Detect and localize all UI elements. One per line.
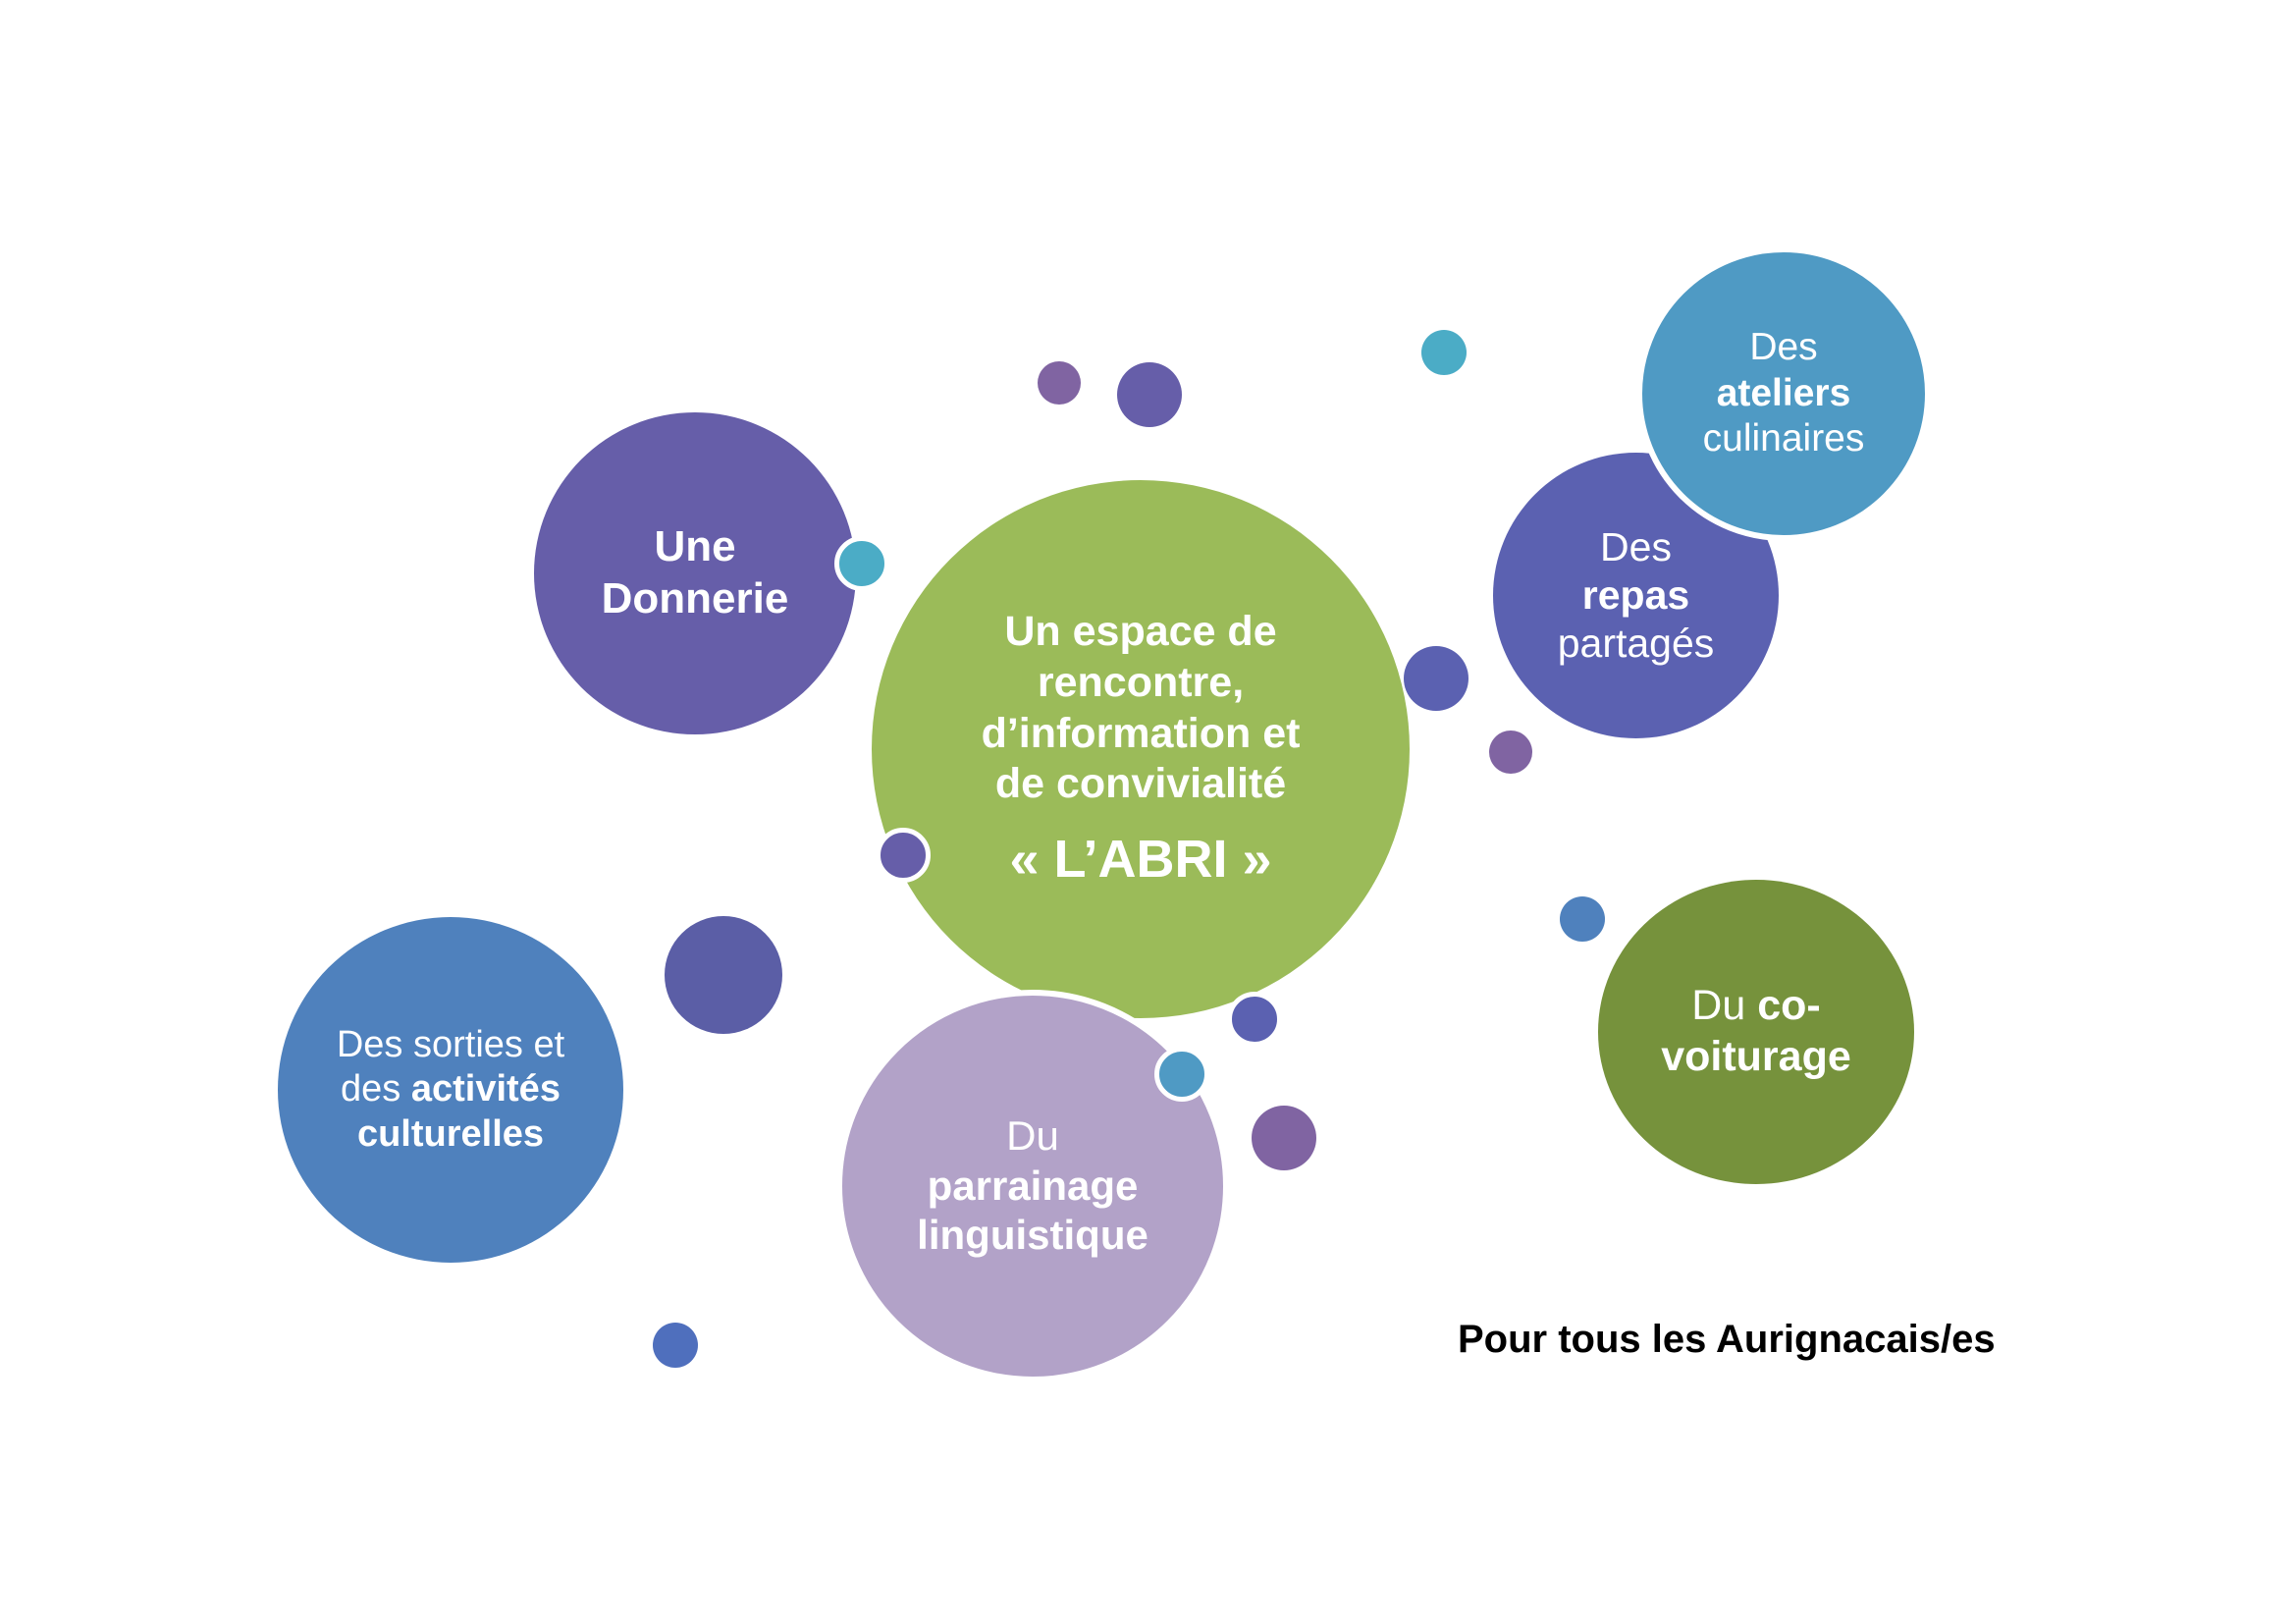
donnerie-text-line-1: Une [654, 522, 736, 571]
decorative-dot [876, 828, 931, 883]
ateliers-text-line-1: Des [1749, 325, 1818, 368]
decorative-dot [834, 536, 889, 591]
parrainage-text-line-1: Du [1006, 1112, 1059, 1160]
repas-text-line-2: repas [1581, 571, 1690, 618]
decorative-dot [1117, 362, 1182, 427]
covoiturage-bubble: Du co- voiturage [1598, 880, 1914, 1184]
decorative-dot [1252, 1106, 1316, 1170]
repas-text-line-1: Des [1600, 523, 1672, 569]
decorative-dot [1038, 361, 1081, 405]
decorative-dot [653, 1323, 698, 1368]
covoiturage-text-line-1: Du co- [1691, 981, 1820, 1032]
covoiturage-text-line-1-bold: co- [1757, 982, 1821, 1030]
decorative-dot [1404, 646, 1468, 711]
decorative-dot [1489, 731, 1532, 774]
decorative-dot [1560, 896, 1605, 942]
center-title: « L’ABRI » [1009, 829, 1272, 889]
sorties-text-line-2-bold: activités [410, 1068, 561, 1110]
sorties-text-line-3: culturelles [356, 1112, 545, 1155]
center-text-line-2: rencontre, [1037, 659, 1245, 706]
ateliers-bubble: Des ateliers culinaires [1636, 246, 1931, 541]
covoiturage-text-line-1-normal: Du [1691, 982, 1758, 1030]
donnerie-bubble: Une Donnerie [534, 412, 856, 734]
center-text-line-3: d’information et [981, 709, 1301, 757]
center-bubble: Un espace de rencontre, d’information et… [872, 480, 1410, 1018]
ateliers-text-line-2: ateliers [1716, 371, 1851, 414]
sorties-bubble: Des sorties et des activités culturelles [278, 917, 623, 1263]
sorties-text-line-1: Des sorties et [336, 1023, 565, 1065]
sorties-text-line-2: des activités [341, 1067, 561, 1112]
decorative-dot [665, 916, 782, 1034]
center-text-line-4: de convivialité [994, 760, 1287, 808]
sorties-text-line-2-normal: des [341, 1068, 411, 1110]
center-text-line-1: Un espace de [1004, 608, 1277, 656]
repas-text-line-3: partagés [1557, 621, 1715, 667]
parrainage-text-line-2: parrainage [927, 1162, 1139, 1209]
decorative-dot [1421, 330, 1467, 375]
footer-text: Pour tous les Aurignacais/es [1458, 1318, 1996, 1361]
decorative-dot [1227, 992, 1282, 1047]
covoiturage-text-line-2: voiturage [1661, 1033, 1851, 1080]
donnerie-text-line-2: Donnerie [601, 574, 789, 623]
ateliers-text-line-3: culinaires [1702, 417, 1865, 460]
decorative-dot [1154, 1047, 1209, 1102]
parrainage-text-line-3: linguistique [917, 1212, 1148, 1259]
